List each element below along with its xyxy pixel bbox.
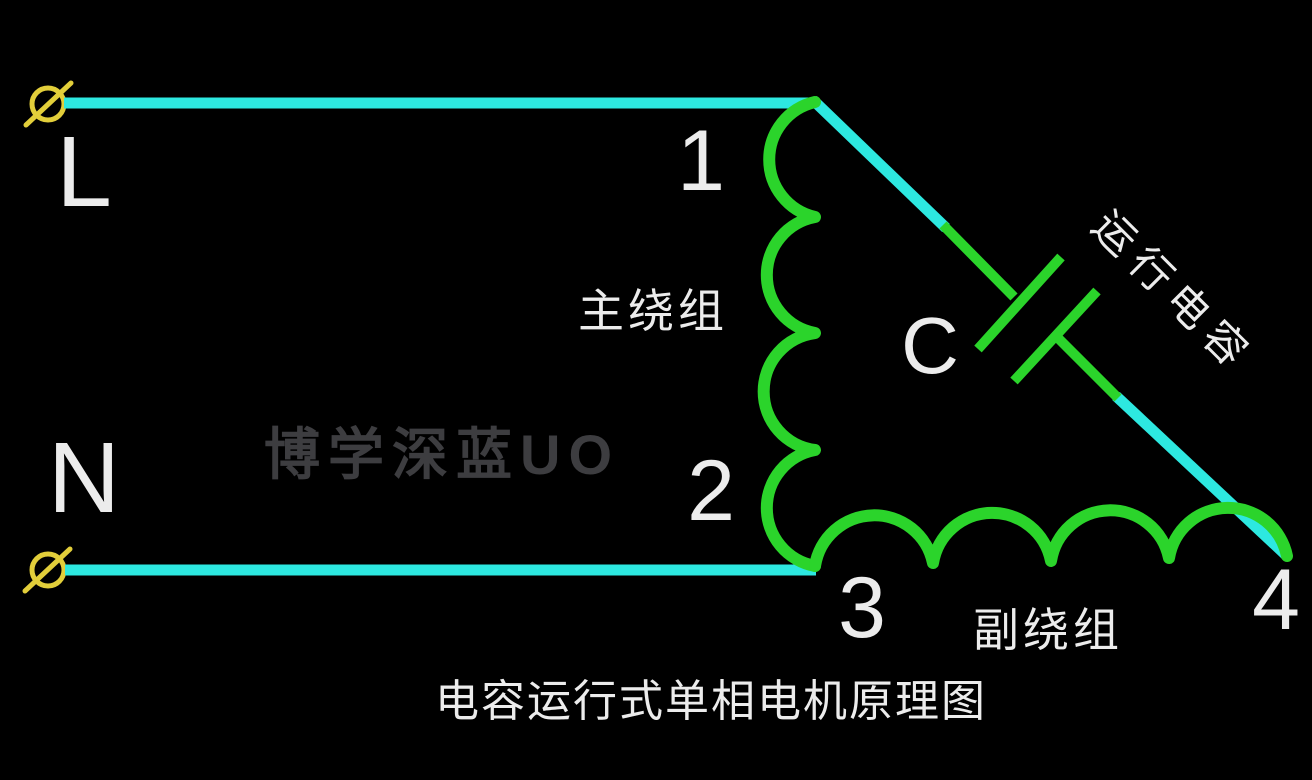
capacitor-lead-lower (1052, 332, 1122, 402)
node-2-label: 2 (687, 443, 735, 539)
capacitor-plate-upper (974, 253, 1065, 353)
neutral-terminal-slash (22, 546, 73, 594)
capacitor-plate-lower (1010, 287, 1101, 385)
diagram-title: 电容运行式单相电机原理图 (435, 677, 987, 726)
capacitor-designator: C (901, 301, 959, 390)
aux-winding-coil (809, 501, 1293, 572)
watermark: 博学深蓝UO (264, 423, 620, 486)
capacitor-branch-wire-upper (809, 96, 950, 232)
aux-winding-label: 副绕组 (973, 604, 1123, 656)
node-4-label: 4 (1252, 552, 1300, 648)
capacitor-lead-upper (939, 221, 1018, 301)
node-1-label: 1 (677, 113, 725, 209)
live-label: L (56, 116, 112, 228)
neutral-terminal-icon (22, 546, 73, 594)
capacitor-branch-wire-lower (1112, 391, 1292, 562)
neutral-label: N (47, 422, 121, 534)
live-terminal-slash (23, 80, 74, 128)
neutral-terminal-circle (29, 551, 67, 589)
node-3-label: 3 (838, 560, 886, 656)
main-winding-coil (757, 96, 821, 572)
main-winding-label: 主绕组 (578, 285, 728, 337)
run-capacitor-symbol (939, 221, 1122, 402)
